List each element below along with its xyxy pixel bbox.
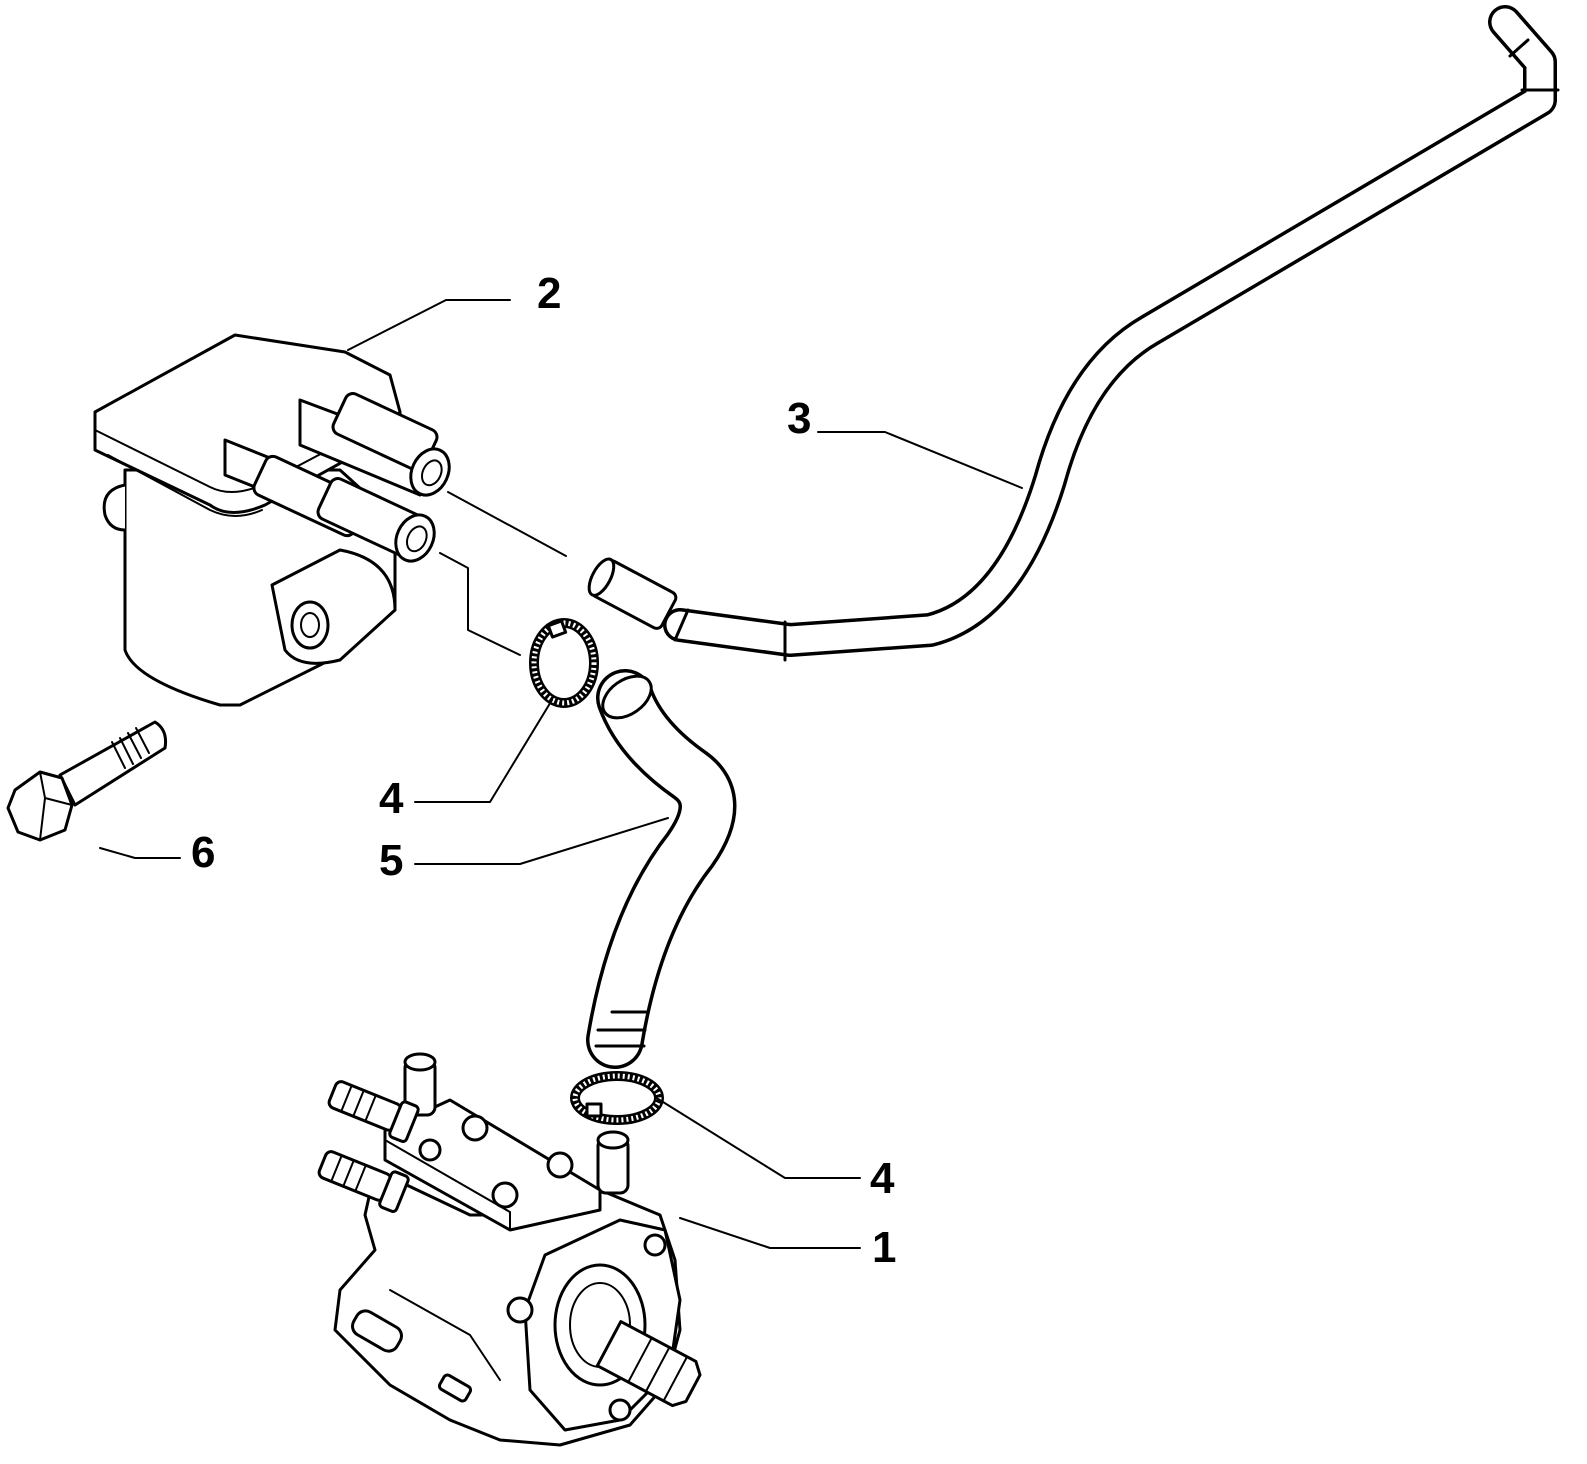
fuel-hose-curved	[586, 669, 737, 1069]
hose-clamp-lower	[570, 1071, 664, 1125]
callout-2: 2	[537, 269, 561, 318]
filter-housing	[93, 333, 451, 707]
callout-4-upper: 4	[379, 774, 404, 823]
callout-1: 1	[872, 1223, 896, 1272]
fuel-pipe-long	[587, 5, 1560, 662]
leader-line-2	[347, 299, 511, 351]
leader-line-3	[817, 431, 1023, 489]
callout-4-lower: 4	[870, 1154, 895, 1203]
callout-3: 3	[787, 394, 811, 443]
callout-6: 6	[191, 828, 215, 877]
leader-line-5	[414, 817, 669, 865]
injection-pump	[317, 1052, 702, 1447]
mounting-bolt	[6, 720, 167, 842]
callout-5: 5	[379, 836, 403, 885]
leader-line-4-upper	[414, 699, 553, 803]
leader-line-6	[99, 847, 181, 859]
leader-line-4-lower	[654, 1096, 861, 1179]
assembly-line-filter-hose	[439, 552, 521, 656]
leader-line-1	[679, 1217, 861, 1249]
assembly-line-filter-pipe	[447, 491, 567, 557]
hose-clamp-upper	[529, 618, 599, 708]
